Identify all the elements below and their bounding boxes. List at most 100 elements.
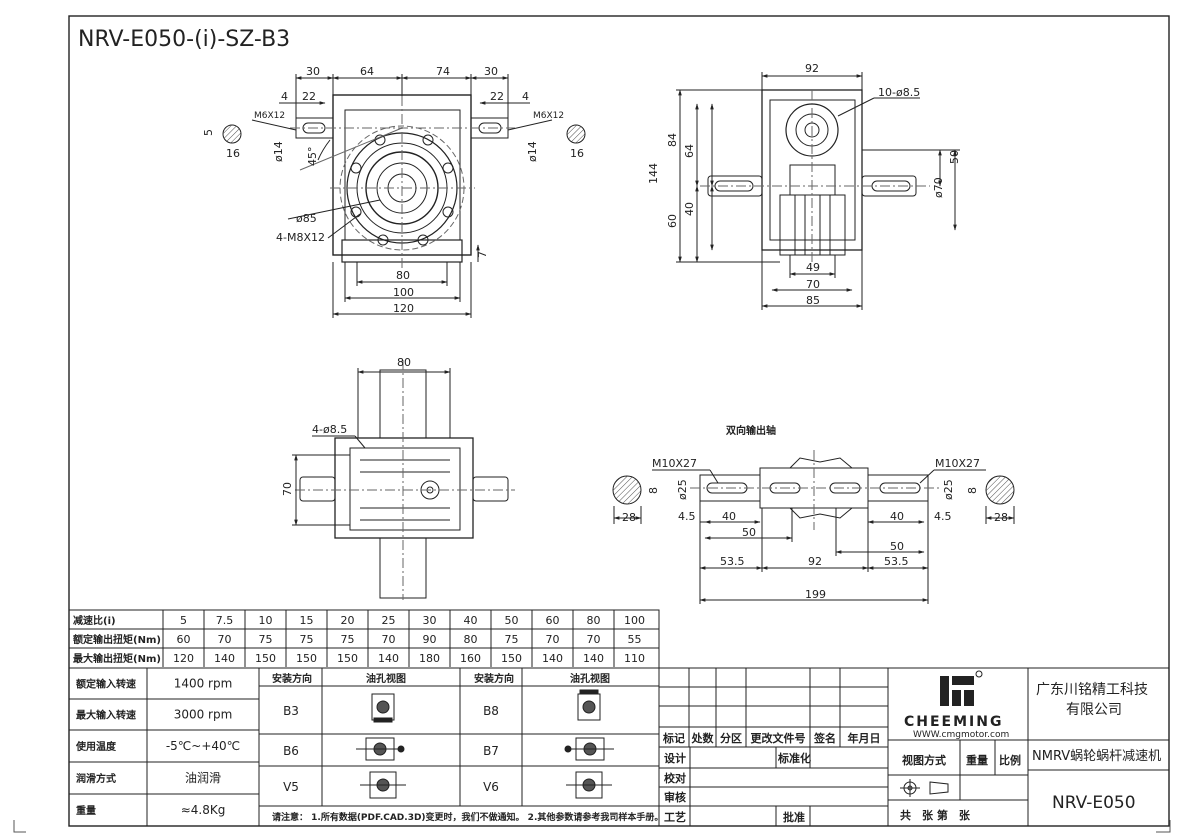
svg-text:ø25: ø25: [676, 479, 689, 500]
model-number: NRV-E050: [1052, 793, 1136, 813]
ratio-row-label: 额定输出扭矩(Nm): [73, 633, 161, 646]
front-view: [222, 74, 586, 318]
mount-v6-icon: [566, 771, 612, 799]
svg-text:M10X27: M10X27: [935, 457, 980, 470]
svg-text:4: 4: [281, 90, 288, 103]
spec-value: -5℃~+40℃: [166, 739, 240, 753]
svg-text:4: 4: [522, 90, 529, 103]
svg-text:ø70: ø70: [932, 177, 945, 198]
svg-text:40: 40: [683, 202, 696, 216]
spec-value: 油润滑: [185, 771, 221, 785]
ratio-cell: 70: [546, 633, 560, 646]
product-name: NMRV蜗轮蜗杆减速机: [1032, 748, 1161, 764]
brand-name: CHEEMING: [904, 714, 1003, 730]
mounting-headers: 安装方向 油孔视图 安装方向 油孔视图: [272, 672, 610, 685]
mount-position: B6: [283, 744, 299, 758]
side-view: [676, 72, 960, 310]
scale-label: 比例: [999, 753, 1021, 767]
ratio-cell: 25: [382, 614, 396, 627]
revision-header: 分区: [720, 731, 742, 745]
svg-text:ø14: ø14: [272, 141, 285, 162]
ratio-cell: 80: [587, 614, 601, 627]
svg-text:ø85: ø85: [296, 212, 317, 225]
svg-text:50: 50: [948, 150, 961, 164]
ratio-cell: 70: [587, 633, 601, 646]
svg-text:50: 50: [890, 540, 904, 553]
ratio-cell: 70: [382, 633, 396, 646]
ratio-cell: 120: [173, 652, 194, 665]
ratio-cell: 7.5: [216, 614, 234, 627]
svg-text:45°: 45°: [306, 147, 319, 167]
ratio-cell: 75: [259, 633, 273, 646]
ratio-cell: 140: [542, 652, 563, 665]
ratio-cell: 150: [296, 652, 317, 665]
front-view-dims: 30 64 74 30 4 22 22 4 M6X12 M6X12 5 16 1…: [202, 65, 584, 315]
spec-label: 使用温度: [75, 740, 117, 753]
ratio-cell: 140: [378, 652, 399, 665]
mounting-icons: [356, 689, 614, 799]
svg-text:4-M8X12: 4-M8X12: [276, 231, 325, 244]
sheet-count: 共 张 第 张: [900, 808, 971, 822]
company-name-line1: 广东川铭精工科技: [1036, 682, 1148, 698]
svg-text:30: 30: [306, 65, 320, 78]
projection-symbol-icon: [900, 779, 949, 797]
top-view-dims: 80 4-ø8.5 70: [281, 356, 411, 496]
output-shaft-view: [612, 450, 1015, 604]
svg-text:30: 30: [484, 65, 498, 78]
svg-text:10-ø8.5: 10-ø8.5: [878, 86, 920, 99]
svg-text:144: 144: [647, 163, 660, 184]
ratio-cell: 30: [423, 614, 437, 627]
svg-text:40: 40: [890, 510, 904, 523]
title-block-labels: 设计 标准化 校对 审核 工艺 批准: [664, 751, 811, 824]
ratio-cell: 80: [464, 633, 478, 646]
ratio-cell: 150: [255, 652, 276, 665]
svg-text:100: 100: [393, 286, 414, 299]
mount-position: V6: [483, 780, 499, 794]
ratio-row-label: 减速比(i): [73, 614, 116, 627]
mount-b6-icon: [356, 737, 405, 761]
svg-text:设计: 设计: [664, 751, 686, 765]
svg-text:92: 92: [808, 555, 822, 568]
mount-v5-icon: [360, 771, 406, 799]
svg-text:油孔视图: 油孔视图: [570, 672, 610, 685]
svg-text:M10X27: M10X27: [652, 457, 697, 470]
drawing-title: NRV-E050-(i)-SZ-B3: [78, 27, 290, 52]
svg-text:批准: 批准: [783, 810, 805, 824]
ratio-cell: 15: [300, 614, 314, 627]
ratio-row-label: 最大输出扭矩(Nm): [73, 652, 161, 665]
weight-label: 重量: [966, 753, 988, 767]
ratio-cell: 5: [180, 614, 187, 627]
svg-text:22: 22: [490, 90, 504, 103]
spec-label: 重量: [76, 804, 96, 817]
svg-text:80: 80: [396, 269, 410, 282]
mount-position: V5: [283, 780, 299, 794]
svg-text:标准化: 标准化: [777, 751, 811, 765]
svg-text:7: 7: [476, 251, 489, 258]
ratio-cell: 150: [501, 652, 522, 665]
svg-text:校对: 校对: [664, 771, 686, 785]
svg-text:16: 16: [226, 147, 240, 160]
svg-text:5: 5: [202, 129, 215, 136]
svg-text:64: 64: [360, 65, 374, 78]
svg-text:28: 28: [994, 511, 1008, 524]
top-view: [292, 360, 515, 600]
svg-text:4.5: 4.5: [678, 510, 696, 523]
svg-text:M6X12: M6X12: [254, 111, 285, 121]
ratio-cell: 75: [505, 633, 519, 646]
svg-text:53.5: 53.5: [884, 555, 909, 568]
ratio-cell: 140: [583, 652, 604, 665]
svg-text:4.5: 4.5: [934, 510, 952, 523]
svg-text:74: 74: [436, 65, 450, 78]
mounting-table: [258, 667, 660, 827]
svg-text:120: 120: [393, 302, 414, 315]
svg-text:8: 8: [966, 487, 979, 494]
ratio-cell: 10: [259, 614, 273, 627]
svg-text:工艺: 工艺: [664, 810, 686, 824]
svg-text:油孔视图: 油孔视图: [366, 672, 406, 685]
svg-text:安装方向: 安装方向: [272, 672, 312, 685]
mount-b3-icon: [371, 693, 395, 723]
svg-text:49: 49: [806, 261, 820, 274]
svg-text:4-ø8.5: 4-ø8.5: [312, 423, 347, 436]
